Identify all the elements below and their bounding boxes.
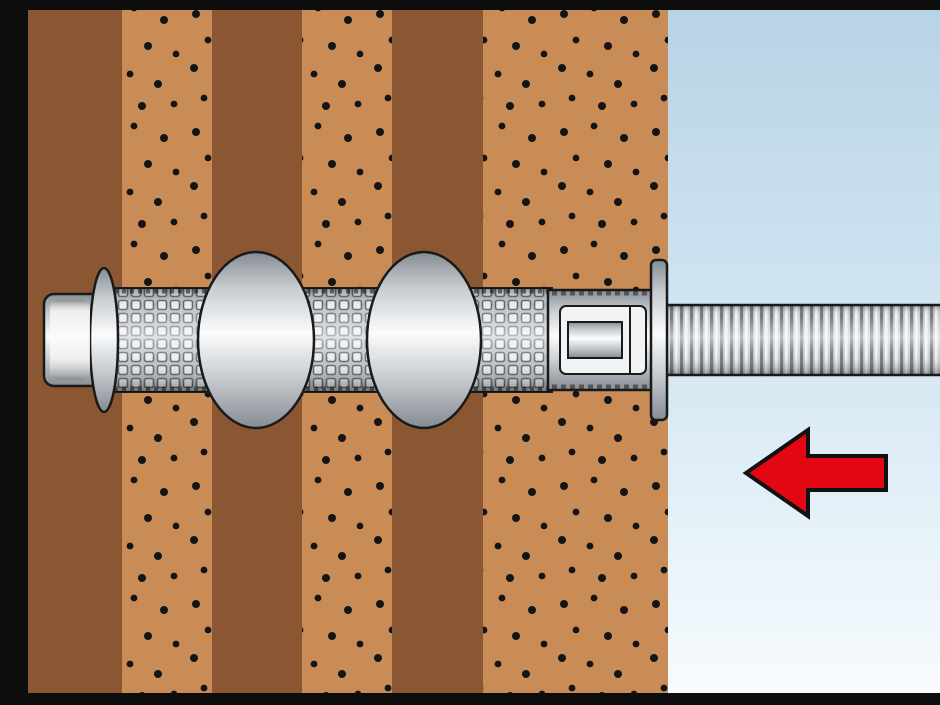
threaded-rod bbox=[664, 303, 940, 377]
anchor-assembly bbox=[42, 250, 940, 430]
anchor-end-cap bbox=[42, 266, 120, 414]
collar-flange bbox=[649, 258, 669, 422]
end-cap-flange bbox=[88, 266, 120, 414]
anchor-sleeve bbox=[105, 287, 553, 393]
expansion-bulge-left bbox=[196, 250, 316, 430]
expansion-section bbox=[546, 288, 658, 392]
expansion-wedge bbox=[567, 321, 623, 359]
left-arrow-icon bbox=[742, 426, 888, 520]
expansion-bulges bbox=[196, 250, 483, 430]
expansion-bulge-right bbox=[365, 250, 483, 430]
